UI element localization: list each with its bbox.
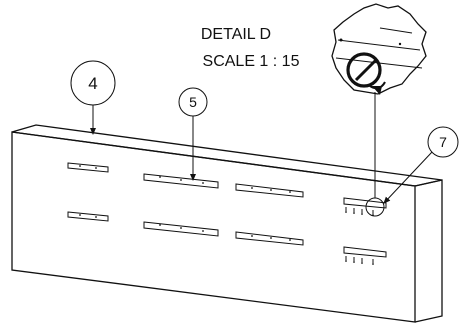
detail-d-view <box>331 3 427 95</box>
balloon-7: 7 <box>383 126 459 204</box>
rail-group <box>67 162 387 265</box>
rail <box>235 231 304 246</box>
rail <box>67 211 109 222</box>
rail <box>143 173 219 189</box>
detail-scale: SCALE 1 : 15 <box>203 53 300 70</box>
bracket-cluster <box>343 197 387 216</box>
rail <box>67 162 109 173</box>
balloon-5: 5 <box>178 87 208 181</box>
panel-board <box>11 124 443 323</box>
bracket-cluster <box>343 246 387 265</box>
balloon-4: 4 <box>70 60 116 135</box>
balloon-7-label: 7 <box>439 134 447 150</box>
detail-title: DETAIL D <box>201 26 271 43</box>
rail <box>143 221 219 237</box>
rail <box>235 183 304 198</box>
balloon-4-label: 4 <box>88 74 97 93</box>
balloon-5-label: 5 <box>189 94 197 110</box>
